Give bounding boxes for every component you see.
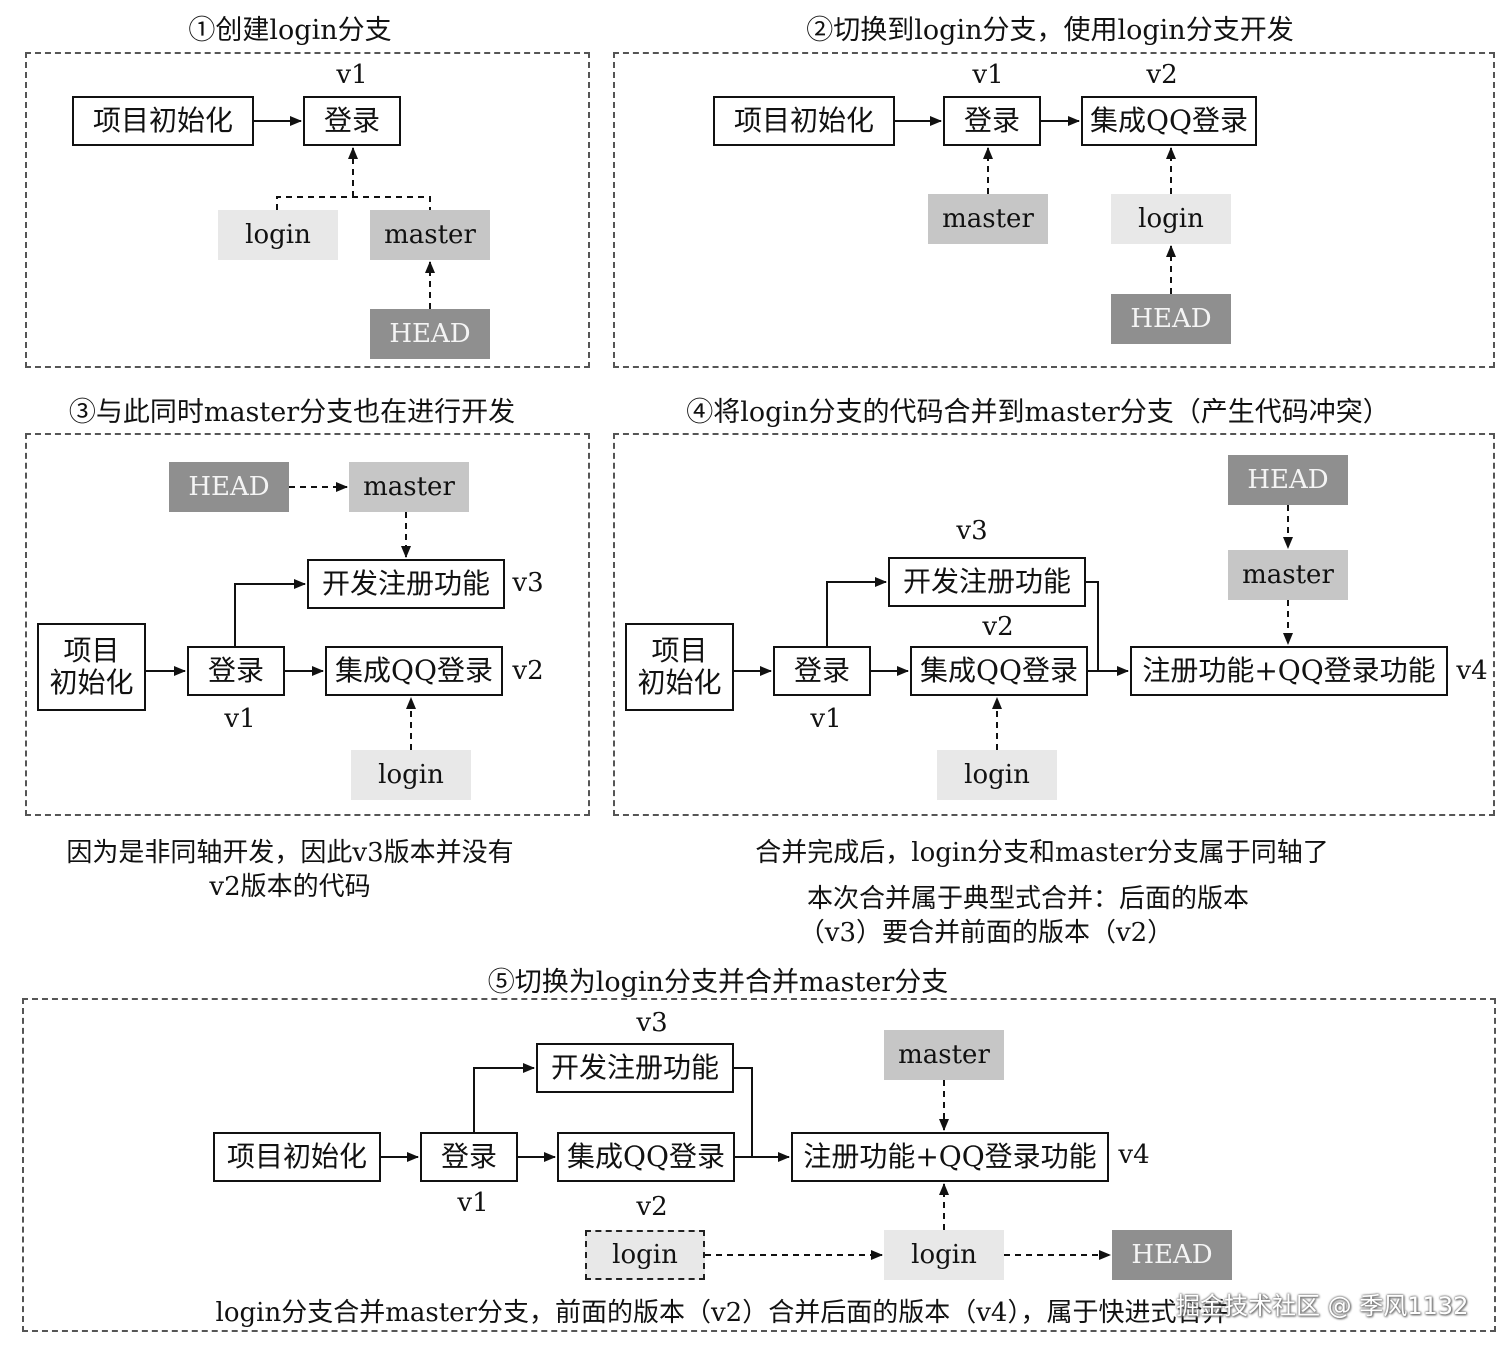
p5-v4-label: v4 bbox=[1118, 1140, 1150, 1170]
p4-master-branch: master bbox=[1228, 550, 1348, 600]
p3-register-commit: 开发注册功能 bbox=[307, 559, 505, 609]
p3-init-line2: 初始化 bbox=[49, 666, 134, 699]
p3-login-commit: 登录 bbox=[187, 646, 285, 696]
p2-login-branch: login bbox=[1111, 194, 1231, 244]
panel-1-title: ①创建login分支 bbox=[188, 15, 392, 46]
p5-login-commit: 登录 bbox=[420, 1132, 518, 1182]
p3-note-line1: 因为是非同轴开发，因此v3版本并没有 bbox=[66, 838, 514, 868]
p5-old-login-branch: login bbox=[585, 1230, 705, 1280]
p4-v2-label: v2 bbox=[982, 612, 1014, 642]
p3-head-ref: HEAD bbox=[169, 462, 289, 512]
p4-note-line1: 合并完成后，login分支和master分支属于同轴了 bbox=[755, 838, 1329, 868]
p3-master-branch: master bbox=[349, 462, 469, 512]
p4-login-commit: 登录 bbox=[773, 646, 871, 696]
p4-note-line3: （v3）要合并前面的版本（v2） bbox=[798, 918, 1174, 948]
p2-master-branch: master bbox=[928, 194, 1048, 244]
p1-init-commit: 项目初始化 bbox=[72, 96, 254, 146]
p5-head-ref: HEAD bbox=[1112, 1230, 1232, 1280]
p3-init-commit: 项目 初始化 bbox=[37, 623, 146, 711]
panel-2 bbox=[613, 52, 1495, 368]
panel-5 bbox=[22, 998, 1496, 1332]
p4-init-commit: 项目 初始化 bbox=[625, 623, 734, 711]
p4-init-line2: 初始化 bbox=[637, 666, 722, 699]
p4-head-ref: HEAD bbox=[1228, 455, 1348, 505]
panel-3-title: ③与此同时master分支也在进行开发 bbox=[68, 397, 516, 428]
p3-v3-label: v3 bbox=[512, 568, 544, 598]
p1-v1-label: v1 bbox=[336, 60, 368, 90]
p4-note-line2: 本次合并属于典型式合并：后面的版本 bbox=[806, 884, 1250, 914]
p4-login-branch: login bbox=[937, 750, 1057, 800]
p5-v1-label: v1 bbox=[457, 1188, 489, 1218]
p3-v1-label: v1 bbox=[224, 704, 256, 734]
p2-head-ref: HEAD bbox=[1111, 294, 1231, 344]
panel-1 bbox=[25, 52, 590, 368]
panel-4 bbox=[613, 433, 1495, 816]
watermark: 掘金技术社区 @ 季风1132 bbox=[1176, 1292, 1469, 1320]
p2-v1-label: v1 bbox=[972, 60, 1004, 90]
panel-3 bbox=[25, 433, 590, 816]
p4-merged-commit: 注册功能+QQ登录功能 bbox=[1130, 646, 1448, 696]
p5-register-commit: 开发注册功能 bbox=[536, 1043, 734, 1093]
p3-note-line2: v2版本的代码 bbox=[209, 872, 371, 902]
p4-register-commit: 开发注册功能 bbox=[888, 557, 1086, 607]
p3-init-line1: 项目 bbox=[63, 633, 120, 667]
p3-qq-commit: 集成QQ登录 bbox=[325, 646, 503, 696]
p1-login-branch: login bbox=[218, 210, 338, 260]
p5-master-branch: master bbox=[884, 1030, 1004, 1080]
p2-init-commit: 项目初始化 bbox=[713, 96, 895, 146]
p1-login-commit: 登录 bbox=[303, 96, 401, 146]
p2-login-commit: 登录 bbox=[943, 96, 1041, 146]
p4-init-line1: 项目 bbox=[651, 633, 708, 667]
p4-qq-commit: 集成QQ登录 bbox=[910, 646, 1088, 696]
panel-4-title: ④将login分支的代码合并到master分支（产生代码冲突） bbox=[686, 397, 1390, 428]
panel-5-title: ⑤切换为login分支并合并master分支 bbox=[487, 967, 949, 998]
panel-2-title: ②切换到login分支，使用login分支开发 bbox=[806, 15, 1294, 46]
p5-merged-commit: 注册功能+QQ登录功能 bbox=[791, 1132, 1109, 1182]
p4-v4-label: v4 bbox=[1456, 656, 1488, 686]
p5-v3-label: v3 bbox=[636, 1008, 668, 1038]
p5-login-branch: login bbox=[884, 1230, 1004, 1280]
p2-v2-label: v2 bbox=[1146, 60, 1178, 90]
p4-v3-label: v3 bbox=[956, 516, 988, 546]
p1-master-branch: master bbox=[370, 210, 490, 260]
p5-note-line1: login分支合并master分支，前面的版本（v2）合并后面的版本（v4），属… bbox=[215, 1298, 1229, 1328]
p5-v2-label: v2 bbox=[636, 1192, 668, 1222]
p3-login-branch: login bbox=[351, 750, 471, 800]
p5-init-commit: 项目初始化 bbox=[213, 1132, 381, 1182]
p5-qq-commit: 集成QQ登录 bbox=[557, 1132, 735, 1182]
p3-v2-label: v2 bbox=[512, 656, 544, 686]
p2-qq-commit: 集成QQ登录 bbox=[1081, 96, 1257, 146]
p4-v1-label: v1 bbox=[810, 704, 842, 734]
p1-head-ref: HEAD bbox=[370, 309, 490, 359]
